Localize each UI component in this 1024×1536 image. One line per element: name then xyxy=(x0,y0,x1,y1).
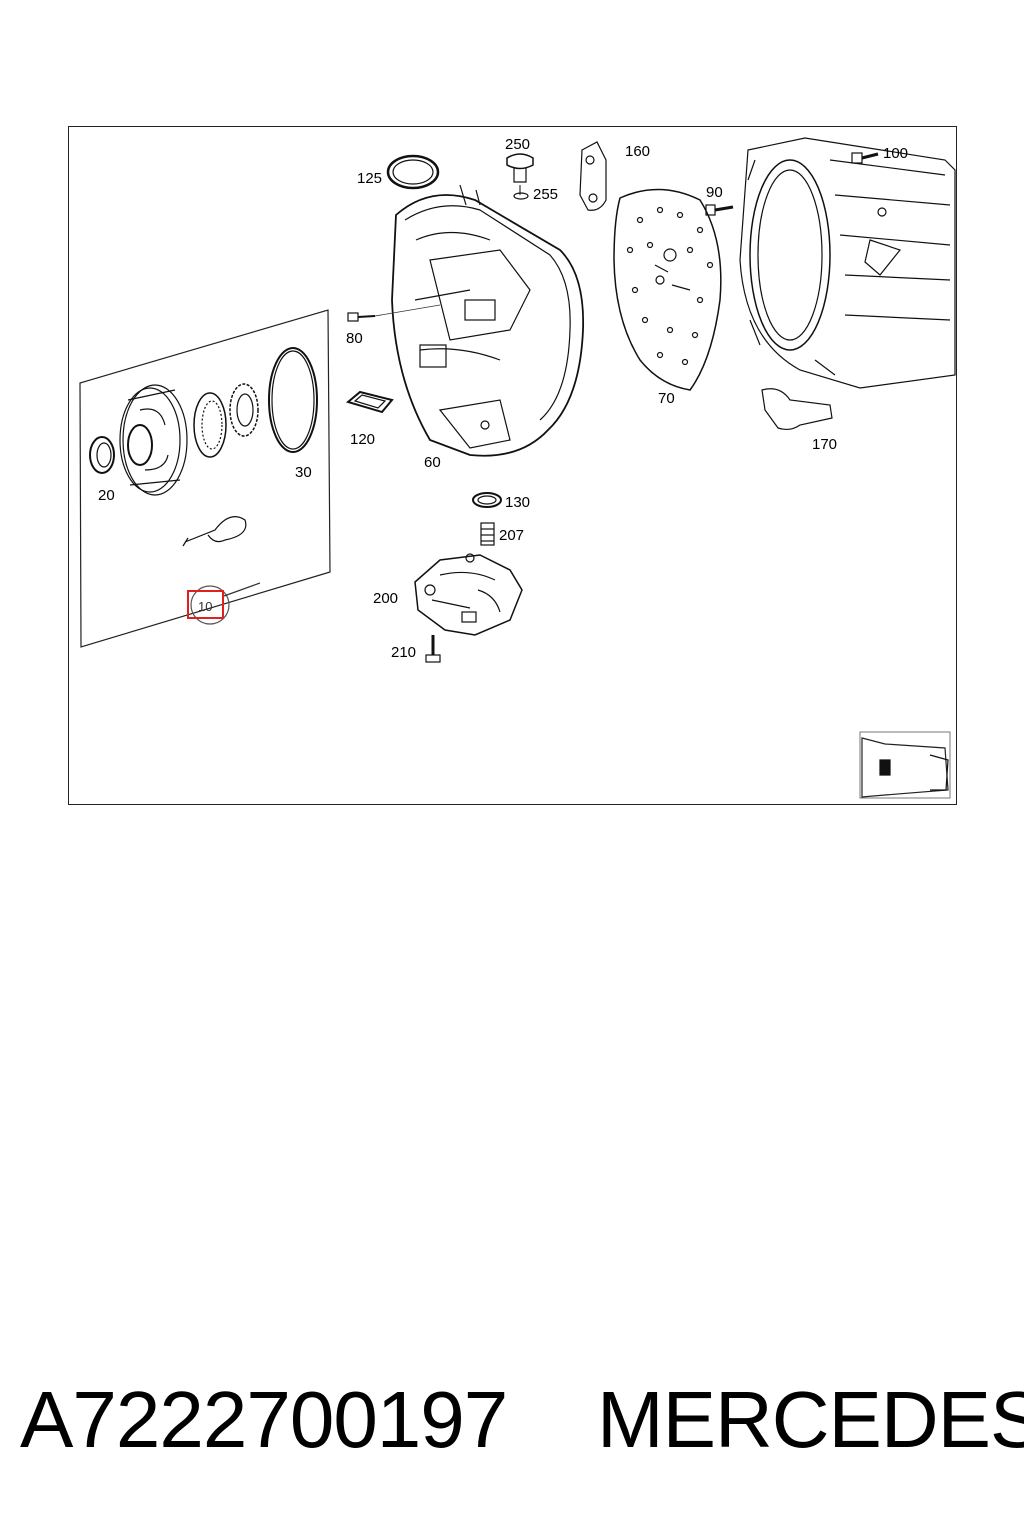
brand-name: MERCEDES xyxy=(597,1375,1024,1464)
bolt-210-part[interactable] xyxy=(425,635,441,663)
callout-70[interactable]: 70 xyxy=(658,390,675,407)
seal-ring-130-part[interactable] xyxy=(472,492,502,508)
o-ring-255-part[interactable] xyxy=(513,192,529,200)
parts-diagram-frame xyxy=(68,126,957,805)
intermediate-plate-70-part[interactable] xyxy=(613,188,722,391)
callout-10[interactable]: 10 xyxy=(198,599,212,614)
plug-250-part[interactable] xyxy=(506,153,534,195)
gasket-ring-125-part[interactable] xyxy=(386,154,440,190)
transmission-case-part[interactable] xyxy=(739,137,956,389)
callout-125[interactable]: 125 xyxy=(357,170,382,187)
callout-20[interactable]: 20 xyxy=(98,487,115,504)
callout-130[interactable]: 130 xyxy=(505,494,530,511)
callout-120[interactable]: 120 xyxy=(350,431,375,448)
seal-ring-20-part[interactable] xyxy=(89,436,115,474)
bracket-160-part[interactable] xyxy=(579,141,607,211)
highlight-box xyxy=(187,590,224,619)
callout-210[interactable]: 210 xyxy=(391,644,416,661)
filter-207-part[interactable] xyxy=(480,522,495,546)
location-thumbnail xyxy=(859,731,951,799)
callout-250[interactable]: 250 xyxy=(505,136,530,153)
callout-200[interactable]: 200 xyxy=(373,590,398,607)
bolt-90-part[interactable] xyxy=(705,204,734,216)
callout-30[interactable]: 30 xyxy=(295,464,312,481)
callout-80[interactable]: 80 xyxy=(346,330,363,347)
callout-170[interactable]: 170 xyxy=(812,436,837,453)
pump-subassembly-box xyxy=(79,309,331,648)
exploded-parts-diagram: 10 20 30 60 70 80 90 100 120 125 130 160… xyxy=(79,136,956,799)
o-ring-30-part[interactable] xyxy=(268,347,318,453)
cable-tie-part[interactable] xyxy=(182,516,247,547)
callout-207[interactable]: 207 xyxy=(499,527,524,544)
callout-100[interactable]: 100 xyxy=(883,145,908,162)
part-10-placeholder[interactable] xyxy=(190,582,261,625)
bolt-80-part[interactable] xyxy=(347,304,441,322)
footer: A7222700197 MERCEDES xyxy=(0,1365,1024,1475)
seal-pad-120-part[interactable] xyxy=(345,390,394,414)
transmission-housing-60-part[interactable] xyxy=(391,184,585,457)
callout-labels: 10 20 30 60 70 80 90 100 120 125 130 160… xyxy=(98,136,908,661)
callout-255[interactable]: 255 xyxy=(533,186,558,203)
callout-60[interactable]: 60 xyxy=(424,454,441,471)
oil-pump-housing-part[interactable] xyxy=(119,384,188,496)
bolt-100-part[interactable] xyxy=(851,152,879,164)
callout-90[interactable]: 90 xyxy=(706,184,723,201)
actuator-200-part[interactable] xyxy=(414,553,523,636)
clip-170-part[interactable] xyxy=(761,388,833,431)
pump-gear-outer-part[interactable] xyxy=(193,392,227,458)
pump-gear-inner-part[interactable] xyxy=(229,383,259,437)
part-number: A7222700197 xyxy=(20,1375,508,1464)
callout-160[interactable]: 160 xyxy=(625,143,650,160)
